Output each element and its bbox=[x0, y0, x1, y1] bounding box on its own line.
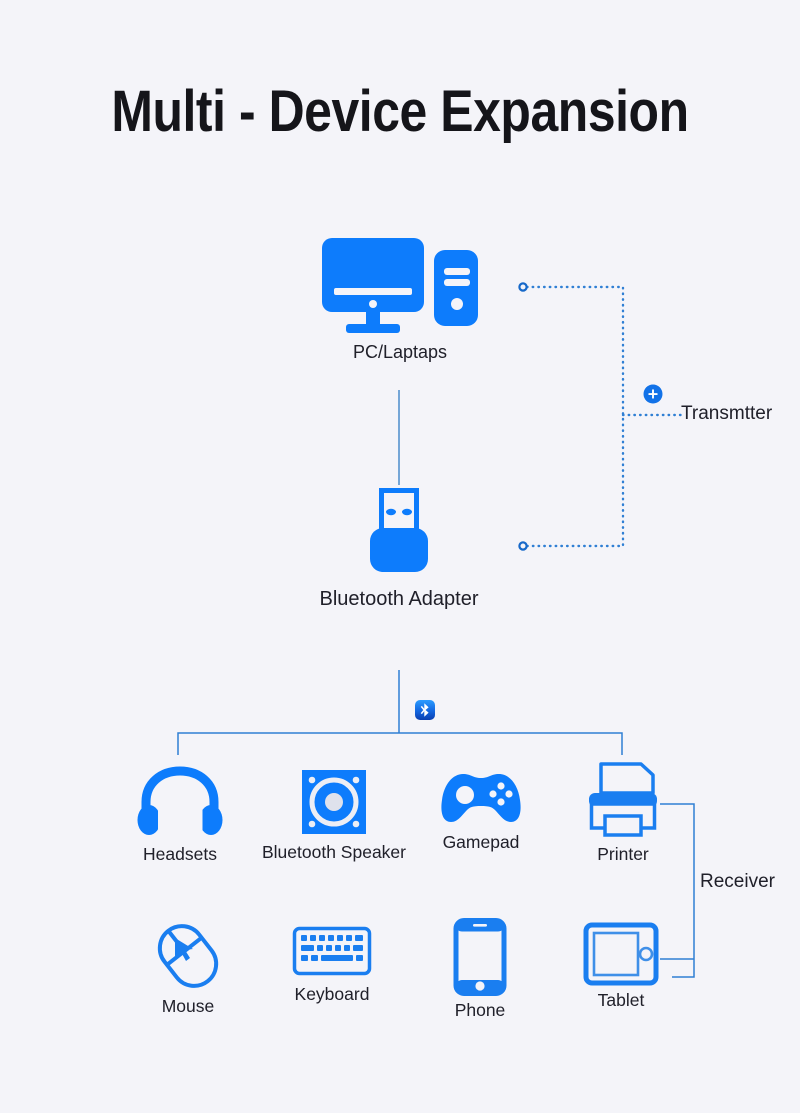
desktop-computer-icon bbox=[322, 238, 478, 333]
transmitter-label: Transmtter bbox=[681, 403, 773, 424]
device-keyboard[interactable]: Keyboard bbox=[257, 924, 407, 1005]
bluetooth-icon bbox=[415, 700, 435, 720]
device-label: Tablet bbox=[597, 990, 645, 1010]
device-mouse[interactable]: Mouse bbox=[113, 920, 263, 1017]
gamepad-icon bbox=[441, 774, 521, 822]
transmitter-bracket bbox=[525, 285, 625, 548]
mouse-icon bbox=[157, 924, 219, 988]
device-phone[interactable]: Phone bbox=[405, 918, 555, 1021]
device-bluetooth-speaker[interactable]: Bluetooth Speaker bbox=[259, 766, 409, 863]
bracket-endpoint-bottom bbox=[518, 541, 528, 551]
node-pc-laptops[interactable]: PC/Laptaps bbox=[300, 236, 500, 363]
smartphone-icon bbox=[453, 918, 507, 996]
device-label: Keyboard bbox=[294, 984, 370, 1004]
device-label: Bluetooth Speaker bbox=[262, 842, 406, 862]
node-adapter-label: Bluetooth Adapter bbox=[319, 588, 479, 610]
bracket-endpoint-top bbox=[518, 282, 528, 292]
page-title: Multi - Device Expansion bbox=[111, 79, 689, 144]
tablet-icon bbox=[583, 922, 659, 986]
device-label: Headsets bbox=[143, 844, 217, 864]
device-label: Phone bbox=[454, 1000, 506, 1020]
device-gamepad[interactable]: Gamepad bbox=[406, 766, 556, 853]
bluetooth-hub-badge[interactable] bbox=[414, 698, 436, 722]
node-pc-label: PC/Laptaps bbox=[352, 342, 448, 362]
device-printer[interactable]: Printer bbox=[548, 760, 698, 865]
receiver-label: Receiver bbox=[700, 871, 775, 892]
keyboard-icon bbox=[292, 926, 372, 976]
device-tablet[interactable]: Tablet bbox=[546, 922, 696, 1011]
device-headsets[interactable]: Headsets bbox=[105, 766, 255, 865]
speaker-icon bbox=[302, 770, 366, 834]
plus-icon bbox=[643, 384, 663, 404]
node-bluetooth-adapter[interactable]: Bluetooth Adapter bbox=[299, 488, 499, 611]
device-label: Gamepad bbox=[442, 832, 520, 852]
device-label: Printer bbox=[597, 844, 649, 864]
printer-icon bbox=[589, 762, 657, 837]
usb-bluetooth-dongle-icon bbox=[370, 488, 428, 572]
headphones-icon bbox=[137, 766, 223, 835]
tree-branch-bar bbox=[177, 732, 623, 755]
device-label: Mouse bbox=[161, 996, 215, 1016]
